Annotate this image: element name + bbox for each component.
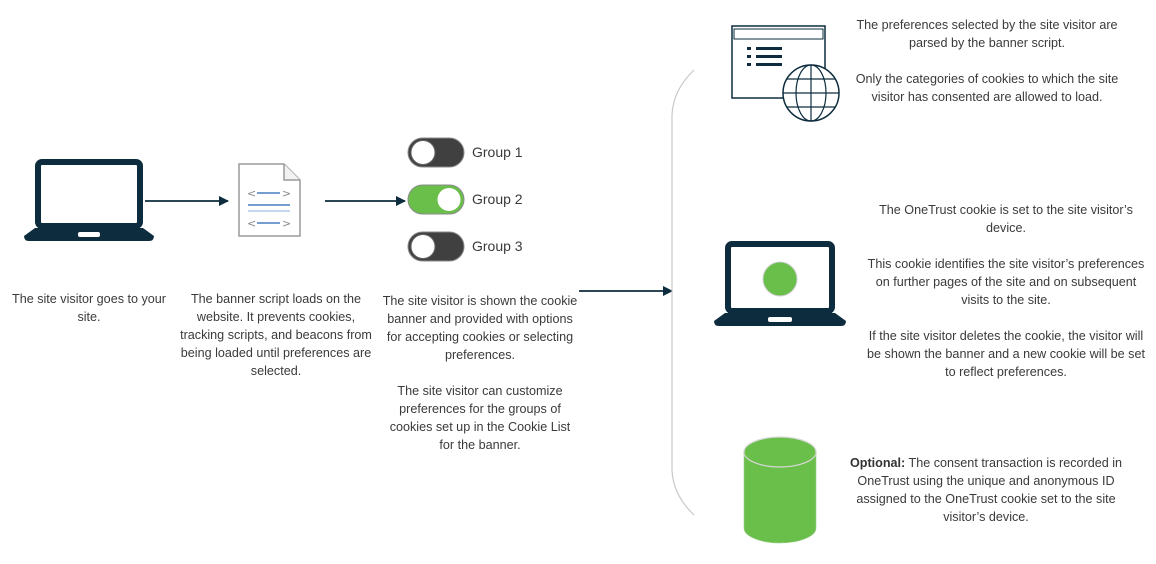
toggle-group-3[interactable] — [407, 231, 465, 262]
step-3-caption: The site visitor is shown the cookie ban… — [382, 292, 578, 454]
outcome-2-text-2: This cookie identifies the site visitor’… — [867, 257, 1145, 307]
step-2-caption: The banner script loads on the website. … — [178, 290, 374, 380]
toggle-label-group-3: Group 3 — [472, 238, 523, 254]
optional-label: Optional: — [849, 456, 906, 470]
cookie-dot-icon — [762, 261, 798, 297]
browser-globe-icon — [731, 25, 840, 122]
outcome-2-caption: The OneTrust cookie is set to the site v… — [862, 201, 1150, 381]
toggle-group-1[interactable] — [407, 137, 465, 168]
step-1-text: The site visitor goes to your site. — [12, 292, 166, 324]
laptop-icon — [24, 159, 154, 241]
database-icon — [743, 436, 817, 544]
svg-text:>: > — [282, 217, 291, 230]
code-document-icon: < > < > — [238, 163, 301, 237]
outcome-3-body: The consent transaction is recorded in O… — [856, 456, 1123, 524]
step-2-text: The banner script loads on the website. … — [180, 292, 372, 378]
step-1-caption: The site visitor goes to your site. — [10, 290, 168, 326]
toggle-label-group-2: Group 2 — [472, 191, 523, 207]
svg-text:<: < — [247, 217, 256, 230]
outcome-1-text-2: Only the categories of cookies to which … — [855, 72, 1119, 104]
step-3-text-1: The site visitor is shown the cookie ban… — [382, 294, 578, 362]
laptop-with-cookie-icon — [714, 241, 846, 326]
svg-text:<: < — [247, 187, 256, 200]
svg-text:>: > — [282, 187, 291, 200]
toggle-label-group-1: Group 1 — [472, 144, 523, 160]
outcome-2-text-3: If the site visitor deletes the cookie, … — [867, 329, 1145, 379]
outcome-1-caption: The preferences selected by the site vis… — [848, 16, 1126, 106]
toggle-group-2[interactable] — [407, 184, 465, 215]
step-3-text-2: The site visitor can customize preferenc… — [389, 384, 571, 452]
outcome-3-caption: Optional: The consent transaction is rec… — [846, 454, 1126, 526]
outcome-3-text: Optional: The consent transaction is rec… — [846, 454, 1126, 526]
outcome-1-text-1: The preferences selected by the site vis… — [856, 18, 1118, 50]
outcome-2-text-1: The OneTrust cookie is set to the site v… — [879, 203, 1133, 235]
outcome-bracket — [671, 69, 695, 516]
